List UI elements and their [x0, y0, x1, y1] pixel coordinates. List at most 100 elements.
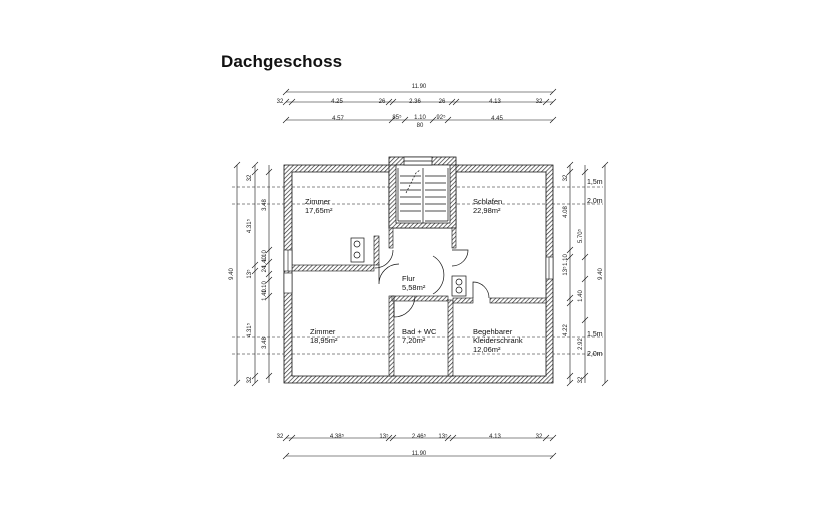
- dim-tick: [282, 98, 290, 106]
- dim-label: 4.31⁵: [246, 218, 253, 233]
- dim-tick: [233, 379, 241, 387]
- left-dimensions: [233, 161, 273, 387]
- dim-label: 2.36: [409, 99, 421, 105]
- dim-tick: [449, 434, 457, 442]
- bottom-dimensions: [282, 434, 557, 460]
- dim-tick: [452, 98, 460, 106]
- dim-tick: [566, 372, 574, 380]
- dim-tick: [265, 372, 273, 380]
- dim-tick: [566, 168, 574, 176]
- dim-label: 1.10: [563, 254, 569, 266]
- room-area: 17,65m²: [305, 206, 333, 215]
- room-name: Bad + WC: [402, 327, 437, 336]
- room-area: 12,06m²: [473, 345, 501, 354]
- dim-label: 13⁵: [379, 433, 389, 440]
- doors: [374, 249, 490, 318]
- dim-tick: [401, 116, 409, 124]
- dim-tick: [389, 434, 397, 442]
- room-area: 22,98m²: [473, 206, 501, 215]
- dim-label: 4.25: [331, 99, 343, 105]
- dim-tick: [251, 379, 259, 387]
- dim-left-overall: 9.40: [229, 268, 235, 280]
- dim-tick: [549, 88, 557, 96]
- room-name: Schlafen: [473, 197, 502, 206]
- dim-tick: [385, 434, 393, 442]
- roof-height-labels: 1,5m 2,0m 1,5m 2,0m: [587, 179, 603, 358]
- dim-tick: [251, 168, 259, 176]
- dim-label: 3.48: [262, 199, 268, 211]
- height-label: 1,5m: [587, 179, 603, 186]
- dim-tick: [265, 292, 273, 300]
- dim-label: 13⁵: [562, 266, 569, 276]
- staircase: [388, 156, 457, 229]
- dim-tick: [581, 253, 589, 261]
- dim-tick: [581, 168, 589, 176]
- dim-label: 92⁵: [436, 114, 446, 121]
- room-kleiderschrank: Begehbarer Kleiderschrank 12,06m²: [473, 327, 523, 354]
- windows: [283, 249, 554, 294]
- dim-tick: [566, 379, 574, 387]
- interior-walls: [291, 227, 547, 377]
- dim-label: 4.22: [563, 324, 569, 336]
- room-area: 5,58m²: [402, 283, 426, 292]
- dim-label: 32: [277, 99, 284, 105]
- room-name: Flur: [402, 274, 415, 283]
- dim-right-overall: 9.40: [598, 268, 604, 280]
- dim-label: 32: [247, 376, 253, 383]
- dim-label: 1.40: [262, 289, 268, 301]
- dim-tick: [251, 372, 259, 380]
- dim-label: 1.10: [262, 281, 268, 293]
- dim-tick: [444, 434, 452, 442]
- dim-tick: [282, 116, 290, 124]
- dim-label: 13⁵: [246, 269, 253, 279]
- dim-label: 4.38⁵: [330, 433, 345, 440]
- dim-label: 4.57: [332, 116, 344, 122]
- dim-right-inner: 5.70⁵ 1.10 1.40: [563, 228, 584, 301]
- right-dimensions: [566, 161, 609, 387]
- dim-label: 24: [262, 265, 268, 272]
- dim-label: 1.40: [262, 256, 268, 268]
- dim-label: 85⁵: [392, 114, 402, 121]
- dim-tick: [282, 88, 290, 96]
- dim-tick: [549, 434, 557, 442]
- room-flur: Flur 5,58m²: [402, 274, 426, 292]
- dim-label: 32: [247, 174, 253, 181]
- dim-tick: [581, 275, 589, 283]
- dim-tick: [549, 452, 557, 460]
- dim-label: 1.40: [578, 290, 584, 302]
- dim-tick: [542, 434, 550, 442]
- dim-top-chain1: 32 4.25 26 2.36 26 4.13 32: [277, 99, 543, 105]
- dim-tick: [581, 316, 589, 324]
- dim-label: 32: [563, 174, 569, 181]
- room-name-line2: Kleiderschrank: [473, 336, 523, 345]
- dim-label: 5.70⁵: [577, 228, 584, 243]
- installations: [350, 237, 467, 297]
- dim-top-overall: 11.90: [412, 84, 427, 90]
- dim-tick: [601, 161, 609, 169]
- dim-label: 2.46⁵: [412, 433, 427, 440]
- dim-tick: [288, 434, 296, 442]
- dim-left-inner: 3.48 1.10 24 1.40 1.10 1.40 3.48: [262, 199, 268, 349]
- dim-right-outer: 32 4.08 13⁵ 4.22 2.92 32: [562, 174, 584, 383]
- dim-tick: [385, 98, 393, 106]
- room-name: Zimmer: [305, 197, 331, 206]
- room-bad-wc: Bad + WC 7,20m²: [402, 327, 437, 345]
- dim-tick: [581, 372, 589, 380]
- dim-tick: [251, 161, 259, 169]
- dim-left-outer: 32 4.31⁵ 13⁵ 4.31⁵ 32: [246, 174, 253, 383]
- dim-tick: [282, 452, 290, 460]
- dim-tick: [265, 270, 273, 278]
- room-area: 7,20m²: [402, 336, 426, 345]
- dim-label: 4.31⁵: [246, 322, 253, 337]
- dim-tick: [566, 161, 574, 169]
- dim-label: 32: [277, 434, 284, 440]
- dim-label: 26: [379, 99, 386, 105]
- dim-tick: [265, 246, 273, 254]
- dim-tick: [566, 253, 574, 261]
- room-name: Begehbarer: [473, 327, 513, 336]
- dim-tick: [251, 267, 259, 275]
- dim-tick: [566, 294, 574, 302]
- dim-label: 32: [578, 376, 584, 383]
- dim-tick: [429, 116, 437, 124]
- dim-tick: [566, 246, 574, 254]
